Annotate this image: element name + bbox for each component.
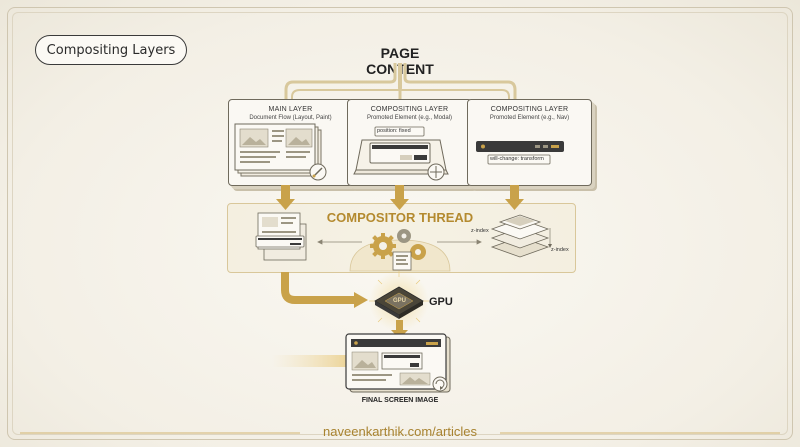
diagram-title: Compositing Layers <box>35 35 187 65</box>
gold-arrows <box>276 185 524 210</box>
nav-layer-subtitle: Promoted Element (e.g., Nav) <box>489 115 570 121</box>
refresh-icon <box>432 376 448 392</box>
will-change-tag: will-change: transform <box>490 156 544 162</box>
compositor-page-stack <box>255 212 307 261</box>
gpu-feed-arrowhead <box>354 292 368 308</box>
main-layer-subtitle: Document Flow (Layout, Paint) <box>249 115 332 121</box>
gpu-chip <box>369 271 429 331</box>
main-layer-illustration <box>234 123 322 177</box>
compositor-gears <box>349 229 451 272</box>
z-index-label-left: z-index <box>471 228 489 234</box>
nav-layer-title: COMPOSITING LAYER <box>490 106 569 113</box>
modal-layer-subtitle: Promoted Element (e.g., Modal) <box>366 115 453 121</box>
main-layer-title: MAIN LAYER <box>268 106 313 113</box>
compositor-thread-title: COMPOSITOR THREAD <box>326 210 474 225</box>
move-icon <box>427 163 445 181</box>
footer-url: naveenkarthik.com/articles <box>323 424 477 439</box>
compositor-connectors <box>317 239 482 245</box>
final-screen-label: FINAL SCREEN IMAGE <box>361 397 439 404</box>
isometric-layer-stack <box>490 214 552 258</box>
final-screen <box>345 333 451 393</box>
gpu-label: GPU <box>429 296 453 308</box>
position-fixed-badge <box>374 126 425 137</box>
modal-illustration <box>353 139 449 175</box>
branch-connectors <box>284 63 517 99</box>
position-fixed-tag: position: fixed <box>377 128 411 134</box>
gpu-chip-label: GPU <box>393 298 407 304</box>
nav-bar-illustration <box>476 141 564 165</box>
outer-frame <box>7 7 793 440</box>
gpu-feed-arrow <box>281 272 356 304</box>
z-index-label-right: z-index <box>551 247 569 253</box>
screen-glow <box>272 355 354 367</box>
inner-frame <box>12 12 788 435</box>
paint-brush-icon <box>309 163 327 181</box>
modal-layer-title: COMPOSITING LAYER <box>370 106 449 113</box>
